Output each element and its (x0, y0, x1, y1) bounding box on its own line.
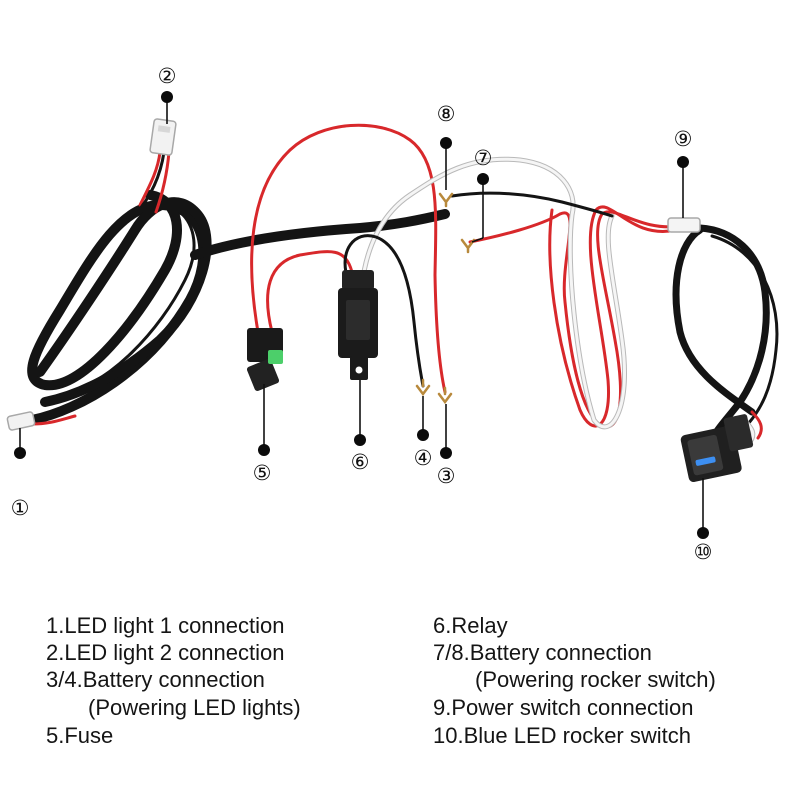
callout-7-leader-end (471, 237, 484, 243)
battery-8-black-wire (450, 191, 614, 218)
callout-7: ⑦ (471, 146, 493, 243)
callout-1-label: ① (11, 496, 30, 520)
callout-9: ⑨ (674, 127, 693, 218)
callout-5-dot (258, 444, 270, 456)
red-arc-wire (250, 123, 447, 394)
connector-2-black-wire (133, 150, 166, 217)
callout-4-label: ④ (414, 446, 433, 470)
callout-1: ① (11, 428, 30, 520)
callout-5-label: ⑤ (253, 461, 272, 485)
led-light-2-connector (133, 118, 177, 217)
callout-4: ④ (414, 396, 433, 470)
legend-item-1: 1.LED light 1 connection (46, 613, 285, 638)
rocker-switch-face (687, 434, 724, 476)
callout-8-label: ⑧ (437, 102, 456, 126)
callout-8: ⑧ (437, 102, 456, 190)
switch-loop-red-wire (548, 205, 678, 428)
connector-2-red-wire (138, 150, 162, 207)
switch-red-lead (750, 410, 763, 440)
callout-3-label: ③ (437, 464, 456, 488)
callout-4-dot (417, 429, 429, 441)
callout-7-dot (477, 173, 489, 185)
callout-7-label: ⑦ (474, 146, 493, 170)
harness-coil-c (58, 210, 196, 397)
callout-5: ⑤ (253, 384, 272, 485)
fuse-holder-cap (246, 358, 280, 392)
connector-1-red-wire (30, 414, 77, 426)
harness-coil-a (27, 190, 209, 425)
fuse-to-relay-red-wire (266, 250, 354, 334)
callout-10: ⑩ (694, 478, 713, 564)
callout-9-dot (677, 156, 689, 168)
terminal-7 (460, 238, 476, 254)
relay-mount-hole (355, 366, 363, 374)
terminal-3 (437, 386, 453, 405)
callout-2-dot (161, 91, 173, 103)
main-harness-cable (27, 190, 450, 425)
legend-item-5: 5.Fuse (46, 723, 114, 748)
wiring-harness-diagram: ② ⑧ ⑦ ⑨ ① ⑤ ⑥ ④ ③ (6, 64, 779, 564)
callout-2: ② (158, 64, 177, 124)
callout-6: ⑥ (351, 380, 370, 474)
connector-2-plug-pin (157, 125, 171, 133)
callout-10-dot (697, 527, 709, 539)
switch-cable-c (710, 234, 779, 426)
fuse-blade (268, 350, 283, 364)
switch-cable-b (672, 226, 756, 416)
harness-coil-b (35, 197, 212, 407)
callout-6-dot (354, 434, 366, 446)
relay-to-battery-black-wire (343, 234, 425, 388)
harness-trunk (190, 209, 450, 260)
legend-item-10: 10.Blue LED rocker switch (433, 723, 691, 748)
legend-item-3-4: 3/4.Battery connection (46, 667, 265, 692)
legend-item-3-4-note: (Powering LED lights) (88, 695, 301, 720)
relay (338, 270, 378, 380)
legend-item-7-8-note: (Powering rocker switch) (475, 667, 716, 692)
callout-9-label: ⑨ (674, 127, 693, 151)
rocker-switch-led (695, 456, 716, 466)
terminal-4 (415, 378, 431, 397)
switch-cable-a (696, 224, 770, 444)
callout-3-dot (440, 447, 452, 459)
connector-2-red-wire-b (154, 150, 171, 214)
legend-item-9: 9.Power switch connection (433, 695, 694, 720)
callout-3: ③ (437, 404, 456, 488)
rocker-switch (680, 414, 754, 483)
callout-6-label: ⑥ (351, 450, 370, 474)
switch-connector-9 (667, 217, 701, 233)
rocker-switch-terminal-block (723, 414, 754, 452)
legend-item-6: 6.Relay (433, 613, 508, 638)
fuse-holder (246, 328, 283, 392)
relay-label-area (346, 300, 370, 340)
connector-1-plug (6, 411, 36, 431)
callout-1-dot (14, 447, 26, 459)
legend-item-2: 2.LED light 2 connection (46, 640, 285, 665)
switch-harness (667, 217, 779, 445)
terminal-8 (438, 192, 454, 208)
led-light-1-connector (6, 411, 77, 431)
connector-2-plug (149, 118, 177, 156)
relay-socket (342, 270, 374, 290)
legend-item-7-8: 7/8.Battery connection (433, 640, 652, 665)
white-wire (360, 157, 627, 429)
callout-8-dot (440, 137, 452, 149)
callout-2-label: ② (158, 64, 177, 88)
callout-10-label: ⑩ (694, 540, 713, 564)
